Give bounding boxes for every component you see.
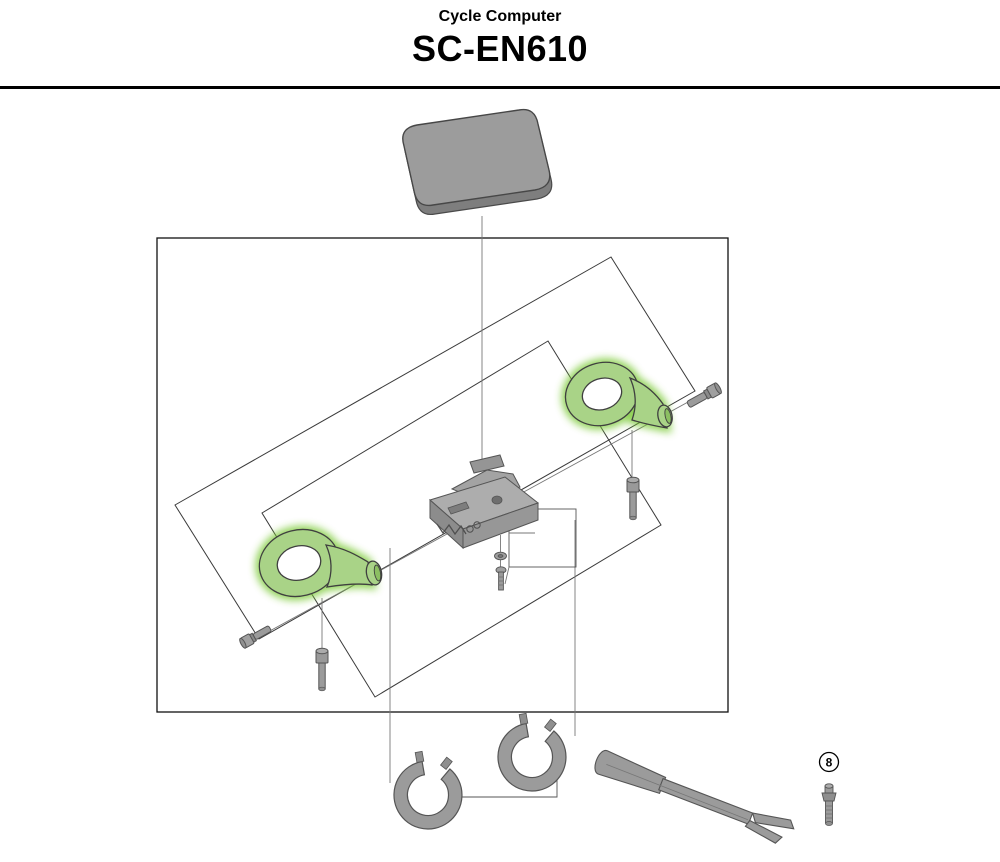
bolt-bottom-left [239, 625, 272, 649]
bolt-shaft [629, 491, 637, 519]
clamp-tab-2 [518, 712, 529, 725]
header-divider [0, 86, 1000, 89]
bracket-arm [324, 544, 373, 588]
band-tool [594, 750, 795, 844]
bolt-shaft [825, 800, 833, 824]
bolt-tip [318, 686, 326, 692]
bolt-head-end [714, 382, 722, 395]
clamp-tab-1 [543, 718, 557, 732]
bolt-head-top [315, 647, 329, 655]
outer-plane [174, 256, 696, 640]
inner-plane [261, 340, 662, 698]
band-clamp-left [393, 750, 463, 830]
detail-box [508, 508, 577, 568]
bolt-tip [825, 821, 833, 826]
clamp-body [497, 722, 567, 792]
band-clamp-right [497, 712, 567, 792]
header: Cycle Computer SC-EN610 [0, 0, 1000, 70]
display-unit-face [402, 108, 551, 207]
clamp-tab-2 [414, 750, 425, 763]
bracket-ring-hole [276, 545, 322, 581]
bracket-spring-coil-1 [466, 525, 474, 533]
tool-prong-upper [751, 812, 795, 830]
bracket-spring [436, 523, 467, 536]
bracket-back-tab [469, 454, 505, 474]
bolt-part-8: 8 [818, 751, 840, 826]
bolt-tip [629, 515, 637, 521]
tool-blade [594, 750, 667, 795]
bolt-head-end [239, 637, 247, 649]
bolt-collar [821, 792, 837, 802]
page-subtitle: Cycle Computer [438, 8, 562, 25]
detail-leader-2 [504, 566, 510, 585]
page-title: SC-EN610 [411, 28, 589, 69]
part-8-callout-circle [818, 751, 840, 773]
bracket-hole [491, 495, 503, 505]
bracket-boss-cap [373, 564, 382, 582]
bracket-left-highlighted [258, 528, 383, 598]
tool-prong-lower [744, 819, 783, 844]
tool-ridge [606, 763, 749, 821]
fixing-bolt-right [626, 476, 640, 521]
fixing-bolt-left [315, 647, 329, 692]
clamp-body [393, 760, 463, 830]
outer-box [156, 237, 729, 713]
washer-hole [497, 554, 504, 558]
bracket-ring-hole [581, 377, 623, 411]
bracket-spring-coil-2 [473, 521, 481, 529]
bolt-top-cap [824, 783, 834, 789]
tool-shaft [658, 777, 754, 825]
bracket-front-face [462, 502, 539, 549]
bracket-slot [447, 501, 470, 515]
bolt-head-top [626, 476, 640, 484]
display-unit [402, 108, 553, 216]
part-8-label: 8 [826, 756, 833, 770]
adjust-screw [494, 551, 507, 591]
bracket-boss-cap [664, 408, 672, 424]
mount-bracket [428, 454, 540, 550]
part-8-bolt [821, 783, 837, 826]
clamp-tab-1 [439, 756, 453, 770]
bracket-right-highlighted [564, 361, 673, 429]
bolt-shaft [318, 662, 326, 690]
bolt-top-right [686, 382, 722, 408]
